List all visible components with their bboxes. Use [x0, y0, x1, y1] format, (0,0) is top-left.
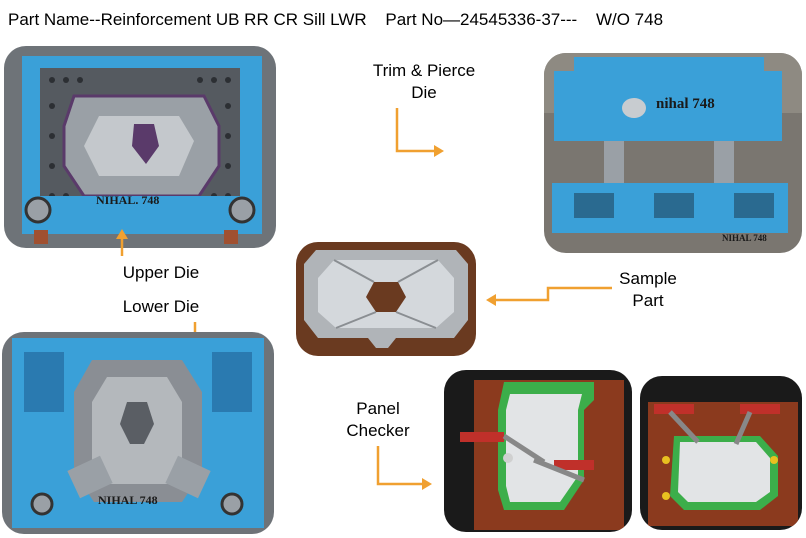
checker-text: Checker	[346, 421, 410, 440]
part-text: Part	[632, 291, 664, 310]
trim-die-arrow	[395, 108, 444, 157]
panel-checker-arrow	[376, 446, 432, 490]
part-name-text: Part Name--Reinforcement UB RR CR Sill L…	[8, 10, 367, 29]
panel-text: Panel	[356, 399, 400, 418]
upper-die-photo: NIHAL. 748	[4, 46, 276, 248]
work-order-text: W/O 748	[595, 10, 664, 29]
lower-die-stamp: NIHAL 748	[98, 493, 158, 507]
sample-part-photo	[296, 242, 476, 356]
upper-die-label: Upper Die	[122, 263, 200, 282]
trim-pierce-text: Trim & Pierce	[372, 61, 476, 80]
trim-pierce-die-photo: nihal 748 NIHAL 748	[544, 53, 802, 253]
part-number-text: Part No—24545336-37---	[385, 10, 578, 29]
sample-part-label: Sample Part	[600, 268, 696, 312]
sample-text: Sample	[619, 269, 677, 288]
lower-die-photo: NIHAL 748	[2, 332, 274, 534]
lower-die-label: Lower Die	[122, 297, 200, 316]
trim-die-stamp: nihal 748	[656, 96, 715, 112]
upper-die-stamp: NIHAL. 748	[96, 193, 159, 207]
die-text: Die	[411, 83, 437, 102]
trim-pierce-label: Trim & Pierce Die	[364, 60, 484, 104]
upper-die-arrow	[116, 229, 128, 256]
panel-checker-photo-1	[444, 370, 632, 532]
panel-checker-label: Panel Checker	[328, 398, 428, 442]
sample-part-arrow	[486, 286, 612, 306]
panel-checker-photo-2	[640, 376, 802, 530]
page-header: Part Name--Reinforcement UB RR CR Sill L…	[8, 10, 677, 30]
trim-die-side-stamp: NIHAL 748	[722, 233, 767, 243]
